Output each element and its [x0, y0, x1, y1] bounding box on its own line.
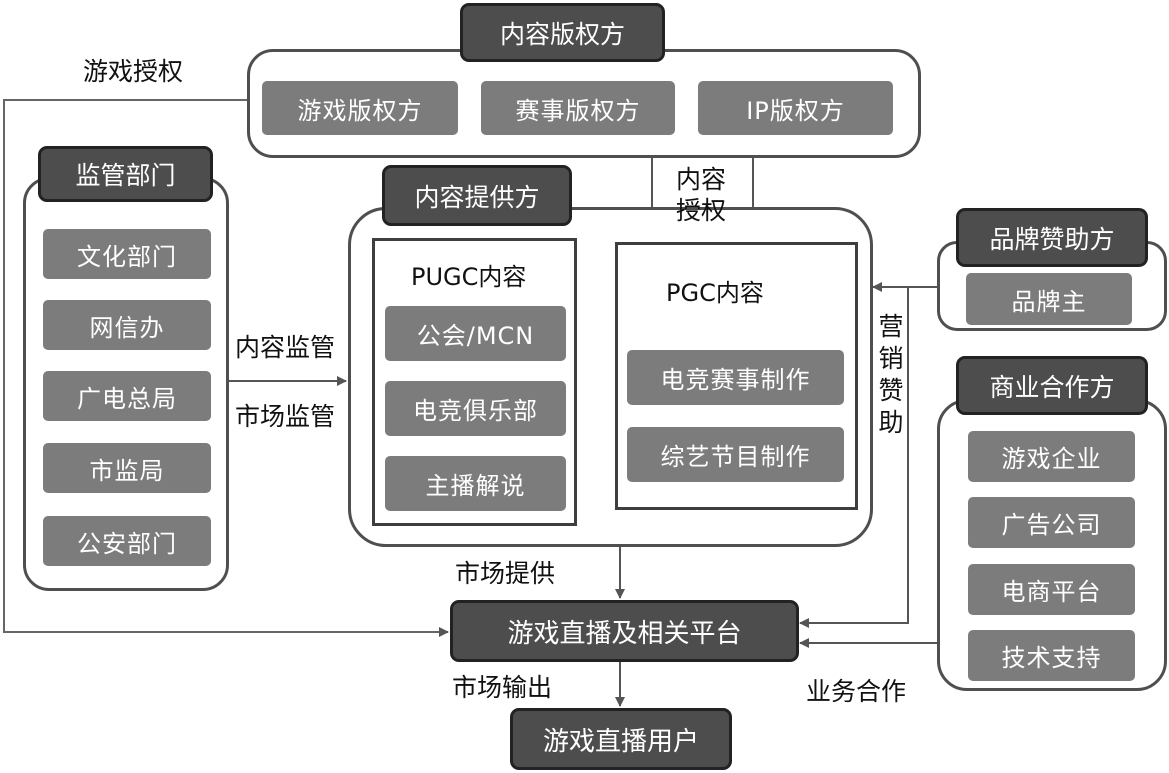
regulator-police-chip: 公安部门 [43, 516, 211, 566]
regulators-header: 监管部门 [38, 146, 213, 202]
partner-tech-support-chip: 技术支持 [968, 630, 1135, 681]
pgc-esports-event-chip: 电竞赛事制作 [627, 350, 844, 405]
ip-copyright-chip: IP版权方 [698, 81, 893, 135]
business-partners-header: 商业合作方 [956, 356, 1148, 415]
market-output-label: 市场输出 [452, 673, 553, 702]
partner-game-company-chip: 游戏企业 [968, 431, 1135, 482]
market-supervision-label: 市场监管 [235, 402, 336, 431]
content-providers-header: 内容提供方 [382, 165, 572, 226]
pugc-esports-club-chip: 电竞俱乐部 [385, 381, 566, 436]
content-supervision-label: 内容监管 [235, 333, 336, 362]
regulator-culture-chip: 文化部门 [43, 229, 211, 279]
regulator-cyberspace-chip: 网信办 [43, 300, 211, 350]
marketing-sponsorship-char-2: 销 [878, 344, 904, 373]
pugc-streamer-chip: 主播解说 [385, 456, 566, 511]
brand-sponsors-header: 品牌赞助方 [956, 208, 1148, 267]
event-copyright-chip: 赛事版权方 [481, 81, 675, 135]
pgc-title: PGC内容 [666, 279, 764, 307]
copyright-holders-header: 内容版权方 [460, 3, 665, 62]
marketing-sponsorship-label: 营 销 赞 助 [877, 311, 905, 439]
users-box: 游戏直播用户 [510, 708, 732, 770]
regulator-market-chip: 市监局 [43, 443, 211, 493]
business-cooperation-label: 业务合作 [806, 677, 907, 706]
brand-owner-chip: 品牌主 [966, 273, 1132, 325]
game-license-label: 游戏授权 [83, 57, 184, 86]
platform-box: 游戏直播及相关平台 [450, 600, 799, 662]
content-license-label-line2: 授权 [676, 196, 727, 225]
game-copyright-chip: 游戏版权方 [262, 81, 458, 135]
marketing-sponsorship-char-3: 赞 [878, 376, 904, 405]
partner-ad-agency-chip: 广告公司 [968, 497, 1135, 548]
pugc-title: PUGC内容 [411, 263, 527, 291]
content-license-label-line1: 内容 [676, 165, 727, 194]
pugc-guild-chip: 公会/MCN [385, 306, 566, 361]
marketing-sponsorship-char-1: 营 [878, 312, 904, 341]
pgc-variety-show-chip: 综艺节目制作 [627, 427, 844, 482]
partner-ecommerce-chip: 电商平台 [968, 564, 1135, 615]
regulator-radio-tv-chip: 广电总局 [43, 371, 211, 421]
marketing-sponsorship-char-4: 助 [878, 408, 904, 437]
market-supply-label: 市场提供 [455, 559, 556, 588]
